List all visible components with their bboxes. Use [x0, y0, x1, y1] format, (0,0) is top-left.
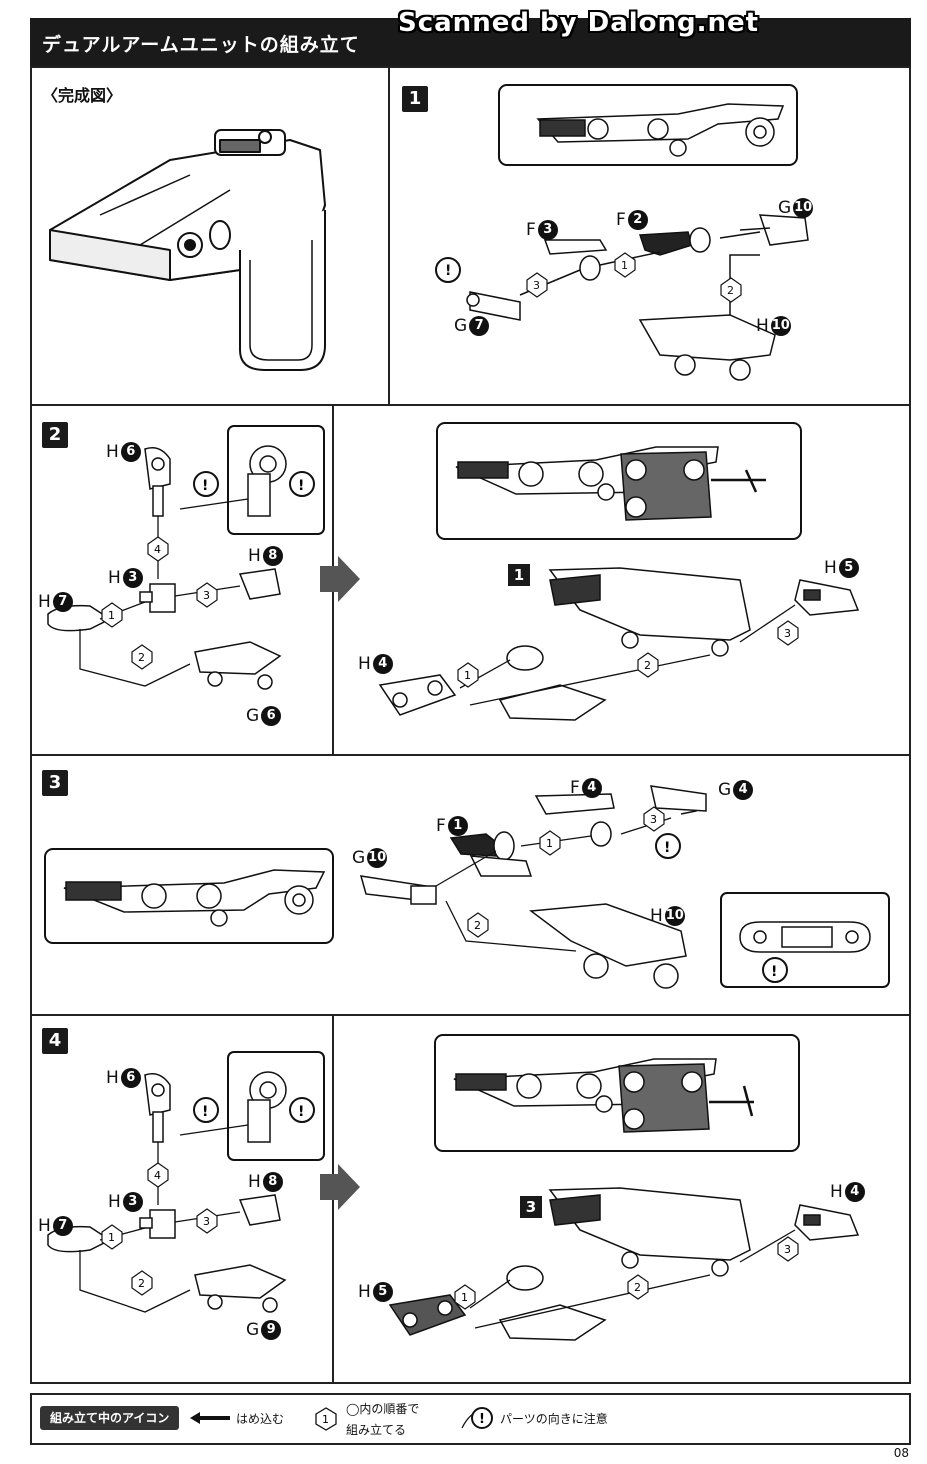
step2-ref-badge: 1 — [508, 564, 530, 586]
svg-text:2: 2 — [474, 919, 481, 932]
step2-reference-view — [436, 422, 802, 540]
legend-caution-label: パーツの向きに注意 — [500, 1412, 608, 1426]
legend-order-label-1: ◯内の順番で — [346, 1402, 420, 1416]
svg-text:2: 2 — [138, 1277, 145, 1290]
header-bar — [30, 18, 911, 66]
snap-in-arrow-icon — [190, 1412, 230, 1424]
caution-icon: ! — [461, 1407, 493, 1429]
watermark: Scanned by Dalong.net — [398, 8, 760, 38]
svg-text:!: ! — [445, 263, 451, 279]
order-hexagon-icon: 1 — [315, 1407, 337, 1431]
svg-text:!: ! — [664, 840, 670, 856]
svg-text:2: 2 — [644, 659, 651, 672]
step4-reference-view — [434, 1034, 800, 1152]
svg-text:1: 1 — [461, 1291, 468, 1304]
page-title: デュアルアームユニットの組み立て — [42, 34, 360, 56]
step2-badge: 2 — [42, 422, 68, 448]
svg-text:!: ! — [202, 1104, 208, 1120]
svg-text:3: 3 — [784, 627, 791, 640]
legend-order-label-2: 組み立てる — [346, 1423, 407, 1437]
step4-ref-badge: 3 — [520, 1196, 542, 1218]
completed-arm-illustration — [49, 129, 326, 371]
svg-text:!: ! — [479, 1412, 485, 1427]
legend-snap-in-label: はめ込む — [236, 1412, 285, 1426]
legend-chip: 組み立て中のアイコン — [40, 1406, 180, 1430]
svg-text:1: 1 — [464, 669, 471, 682]
svg-text:1: 1 — [546, 837, 553, 850]
page-number: 08 — [893, 1446, 909, 1460]
svg-text:3: 3 — [203, 1215, 210, 1228]
svg-text:!: ! — [771, 964, 777, 980]
svg-text:4: 4 — [154, 1169, 161, 1182]
step2-arrow-icon — [320, 556, 360, 602]
svg-text:3: 3 — [203, 589, 210, 602]
svg-text:!: ! — [298, 478, 304, 494]
icon-legend — [30, 1393, 911, 1445]
step4-badge: 4 — [42, 1028, 68, 1054]
svg-text:4: 4 — [154, 543, 161, 556]
step2-right-diagram: 1 2 3 — [378, 567, 860, 721]
step1-badge: 1 — [402, 86, 428, 112]
svg-text:3: 3 — [650, 813, 657, 826]
step4-right-diagram: 1 2 3 — [388, 1187, 860, 1341]
svg-text:1: 1 — [108, 1231, 115, 1244]
step3-detail-callout: ! — [720, 892, 890, 988]
svg-text:2: 2 — [138, 651, 145, 664]
svg-text:2: 2 — [634, 1281, 641, 1294]
step1-exploded-diagram: 3 1 2 ! — [435, 214, 809, 381]
svg-text:3: 3 — [533, 279, 540, 292]
svg-text:!: ! — [202, 478, 208, 494]
step3-badge: 3 — [42, 770, 68, 796]
step3-exploded-diagram: 1 3 2 ! — [359, 785, 707, 989]
svg-text:1: 1 — [108, 609, 115, 622]
svg-text:!: ! — [298, 1104, 304, 1120]
step2-left-diagram: ! ! 4 3 1 2 — [47, 425, 325, 690]
step3-reference-view — [44, 848, 334, 944]
step4-arrow-icon — [320, 1164, 360, 1210]
svg-text:1: 1 — [621, 259, 628, 272]
svg-text:3: 3 — [784, 1243, 791, 1256]
step1-reference-view — [498, 84, 798, 166]
svg-text:1: 1 — [322, 1413, 329, 1426]
step4-left-diagram: ! ! 4 3 1 2 — [47, 1051, 325, 1313]
svg-text:2: 2 — [727, 284, 734, 297]
completed-label: 〈完成図〉 — [42, 86, 123, 105]
